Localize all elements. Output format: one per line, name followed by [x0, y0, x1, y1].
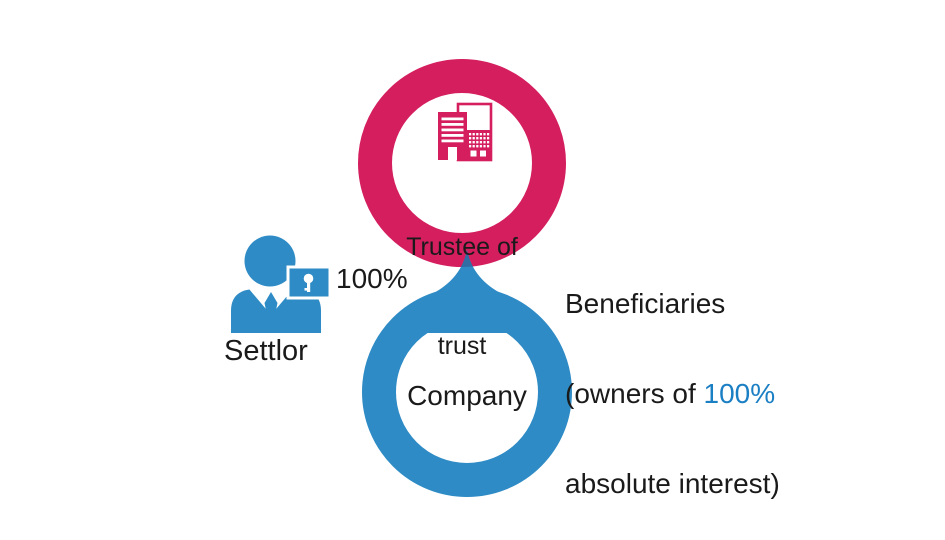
beneficiaries-percentage-highlight: 100%: [703, 378, 776, 409]
beneficiaries-label: Beneficiaries (owners of 100% absolute i…: [565, 229, 780, 540]
settlor-ownership-label: 100%: [336, 263, 408, 294]
company-label: Company: [407, 380, 527, 411]
beneficiaries-line2: (owners of 100%: [565, 378, 776, 409]
company-ring: [362, 287, 572, 497]
beneficiaries-line1: Beneficiaries: [565, 288, 726, 319]
settlor-label: Settlor: [224, 335, 308, 367]
person-icon: [231, 235, 321, 333]
trustee-label-line2: trust: [437, 332, 487, 360]
trustee-ring: [358, 59, 566, 267]
trustee-label-line1: Trustee of: [406, 233, 518, 261]
key-icon: [303, 273, 314, 292]
buildings-icon: [438, 102, 493, 162]
beneficiaries-line3: absolute interest): [565, 468, 780, 499]
key-badge: [286, 265, 332, 300]
trustee-label: Trustee of trust: [352, 165, 572, 429]
